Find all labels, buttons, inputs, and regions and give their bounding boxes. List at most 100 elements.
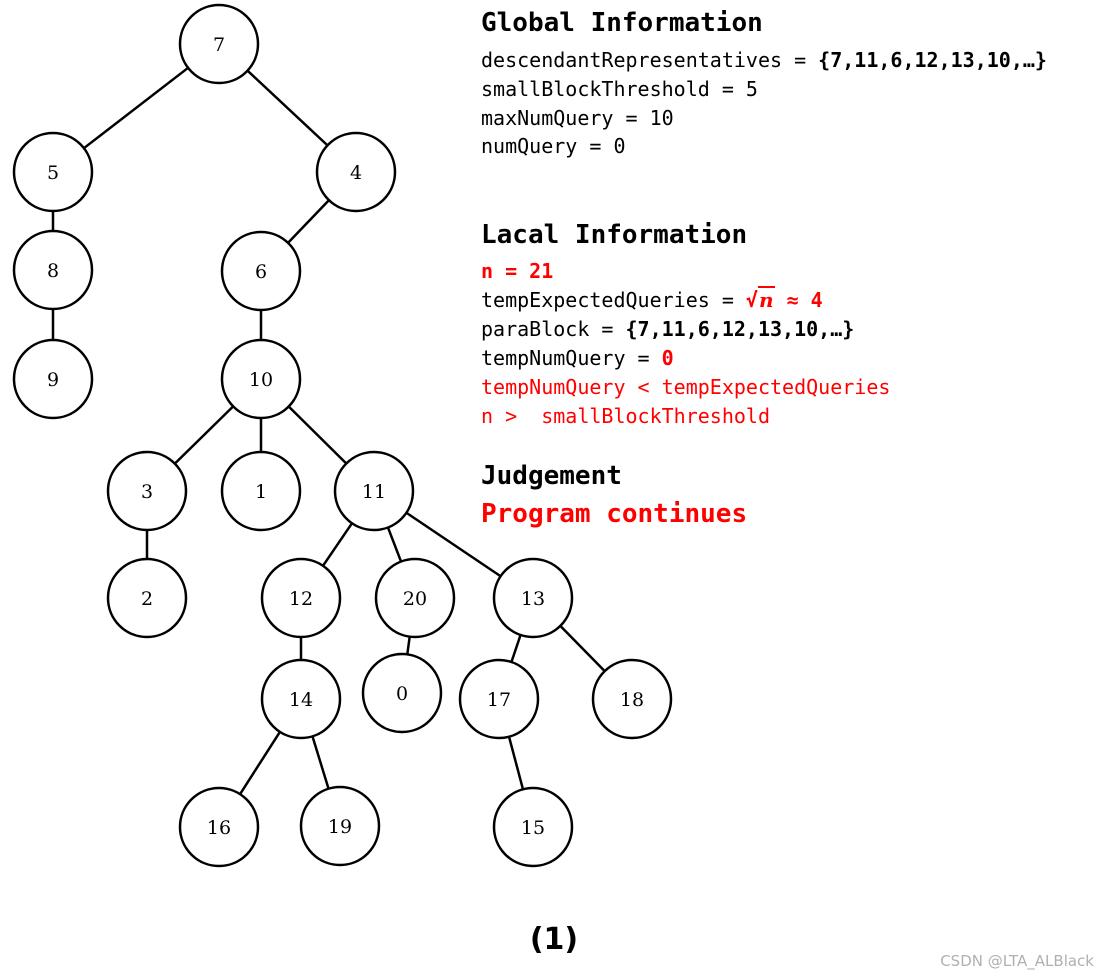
node-circle [178, 786, 260, 868]
tree-node-15: 15 [492, 786, 574, 868]
global-info-heading: Global Information [481, 8, 763, 38]
node-circle [361, 652, 443, 734]
tree-node-16: 16 [178, 786, 260, 868]
condition-line-1: tempNumQuery < tempExpectedQueries [481, 375, 891, 399]
node-circle [458, 658, 540, 740]
node-circle [492, 786, 574, 868]
tree-node-11: 11 [333, 450, 415, 532]
node-circle [299, 785, 381, 867]
tree-node-14: 14 [260, 658, 342, 740]
edge-11-13 [405, 511, 502, 578]
tree-node-13: 13 [492, 557, 574, 639]
edge-17-15 [507, 736, 525, 790]
node-circle [492, 557, 574, 639]
node-label: 18 [620, 689, 644, 711]
temp-expected-value: ≈ 4 [774, 288, 823, 312]
node-label: 4 [350, 162, 362, 184]
edge-7-5 [83, 66, 189, 150]
local-info-heading: Lacal Information [481, 220, 748, 250]
tree-node-9: 9 [12, 338, 94, 420]
tree-node-19: 19 [299, 785, 381, 867]
judgement-heading: Judgement [481, 461, 622, 491]
temp-num-label: tempNumQuery = [481, 346, 662, 370]
edge-10-11 [287, 405, 348, 465]
sqrt-argument: n [757, 286, 775, 312]
node-label: 1 [255, 481, 267, 503]
node-label: 14 [289, 689, 313, 711]
node-label: 19 [328, 816, 352, 838]
temp-expected-queries-line: tempExpectedQueries = √n ≈ 4 [481, 286, 823, 312]
n-value-line: n = 21 [481, 259, 554, 283]
node-circle [220, 450, 302, 532]
node-label: 20 [403, 588, 427, 610]
tree-node-0: 0 [361, 652, 443, 734]
node-label: 13 [521, 588, 545, 610]
tree-node-12: 12 [260, 557, 342, 639]
node-label: 7 [213, 34, 225, 56]
edge-14-16 [238, 731, 282, 795]
node-label: 17 [487, 689, 511, 711]
para-block-line: paraBlock = {7,11,6,12,13,10,…} [481, 317, 854, 341]
edge-11-12 [321, 522, 354, 567]
descendant-value: {7,11,6,12,13,10,…} [818, 48, 1047, 72]
node-label: 10 [249, 369, 273, 391]
descendant-label: descendantRepresentatives = [481, 48, 819, 72]
num-query-line: numQuery = 0 [481, 134, 626, 158]
max-num-query-line: maxNumQuery = 10 [481, 106, 674, 130]
node-circle [12, 229, 94, 311]
edge-13-17 [510, 634, 522, 663]
tree-node-4: 4 [315, 131, 397, 213]
edge-4-6 [287, 199, 330, 244]
para-block-value: {7,11,6,12,13,10,…} [625, 317, 855, 341]
temp-expected-formula: √n ≈ 4 [746, 286, 823, 312]
tree-node-20: 20 [374, 557, 456, 639]
node-circle [12, 131, 94, 213]
edge-13-18 [559, 624, 606, 673]
node-circle [315, 131, 397, 213]
node-circle [178, 3, 260, 85]
node-circle [12, 338, 94, 420]
para-block-label: paraBlock = [481, 317, 626, 341]
node-label: 6 [255, 261, 267, 283]
node-label: 16 [207, 817, 231, 839]
tree-edges [51, 66, 606, 795]
node-label: 3 [141, 481, 153, 503]
node-circle [374, 557, 456, 639]
edge-11-20 [386, 526, 403, 563]
node-label: 5 [47, 162, 59, 184]
tree-node-8: 8 [12, 229, 94, 311]
condition-line-2: n > smallBlockThreshold [481, 404, 770, 428]
node-circle [260, 557, 342, 639]
temp-num-value: 0 [661, 346, 674, 370]
temp-expected-label: tempExpectedQueries = [481, 288, 746, 312]
node-label: 8 [47, 260, 59, 282]
tree-node-3: 3 [106, 450, 188, 532]
figure-caption: (1) [529, 922, 579, 957]
node-circle [591, 658, 673, 740]
edge-10-3 [173, 405, 235, 465]
node-label: 11 [362, 481, 386, 503]
node-label: 9 [47, 369, 59, 391]
edge-20-0 [406, 636, 411, 655]
tree-node-6: 6 [220, 230, 302, 312]
edge-7-4 [246, 69, 329, 147]
node-label: 12 [289, 588, 313, 610]
node-circle [106, 557, 188, 639]
node-label: 0 [396, 683, 408, 705]
node-circle [220, 230, 302, 312]
tree-node-18: 18 [591, 658, 673, 740]
judgement-result: Program continues [481, 499, 748, 529]
small-block-threshold-line: smallBlockThreshold = 5 [481, 77, 758, 101]
node-circle [106, 450, 188, 532]
node-circle [220, 338, 302, 420]
edge-14-19 [311, 735, 330, 790]
watermark: CSDN @LTA_ALBlack [940, 952, 1094, 970]
node-circle [260, 658, 342, 740]
tree-node-1: 1 [220, 450, 302, 532]
node-label: 15 [521, 817, 545, 839]
tree-node-5: 5 [12, 131, 94, 213]
tree-node-10: 10 [220, 338, 302, 420]
node-circle [333, 450, 415, 532]
